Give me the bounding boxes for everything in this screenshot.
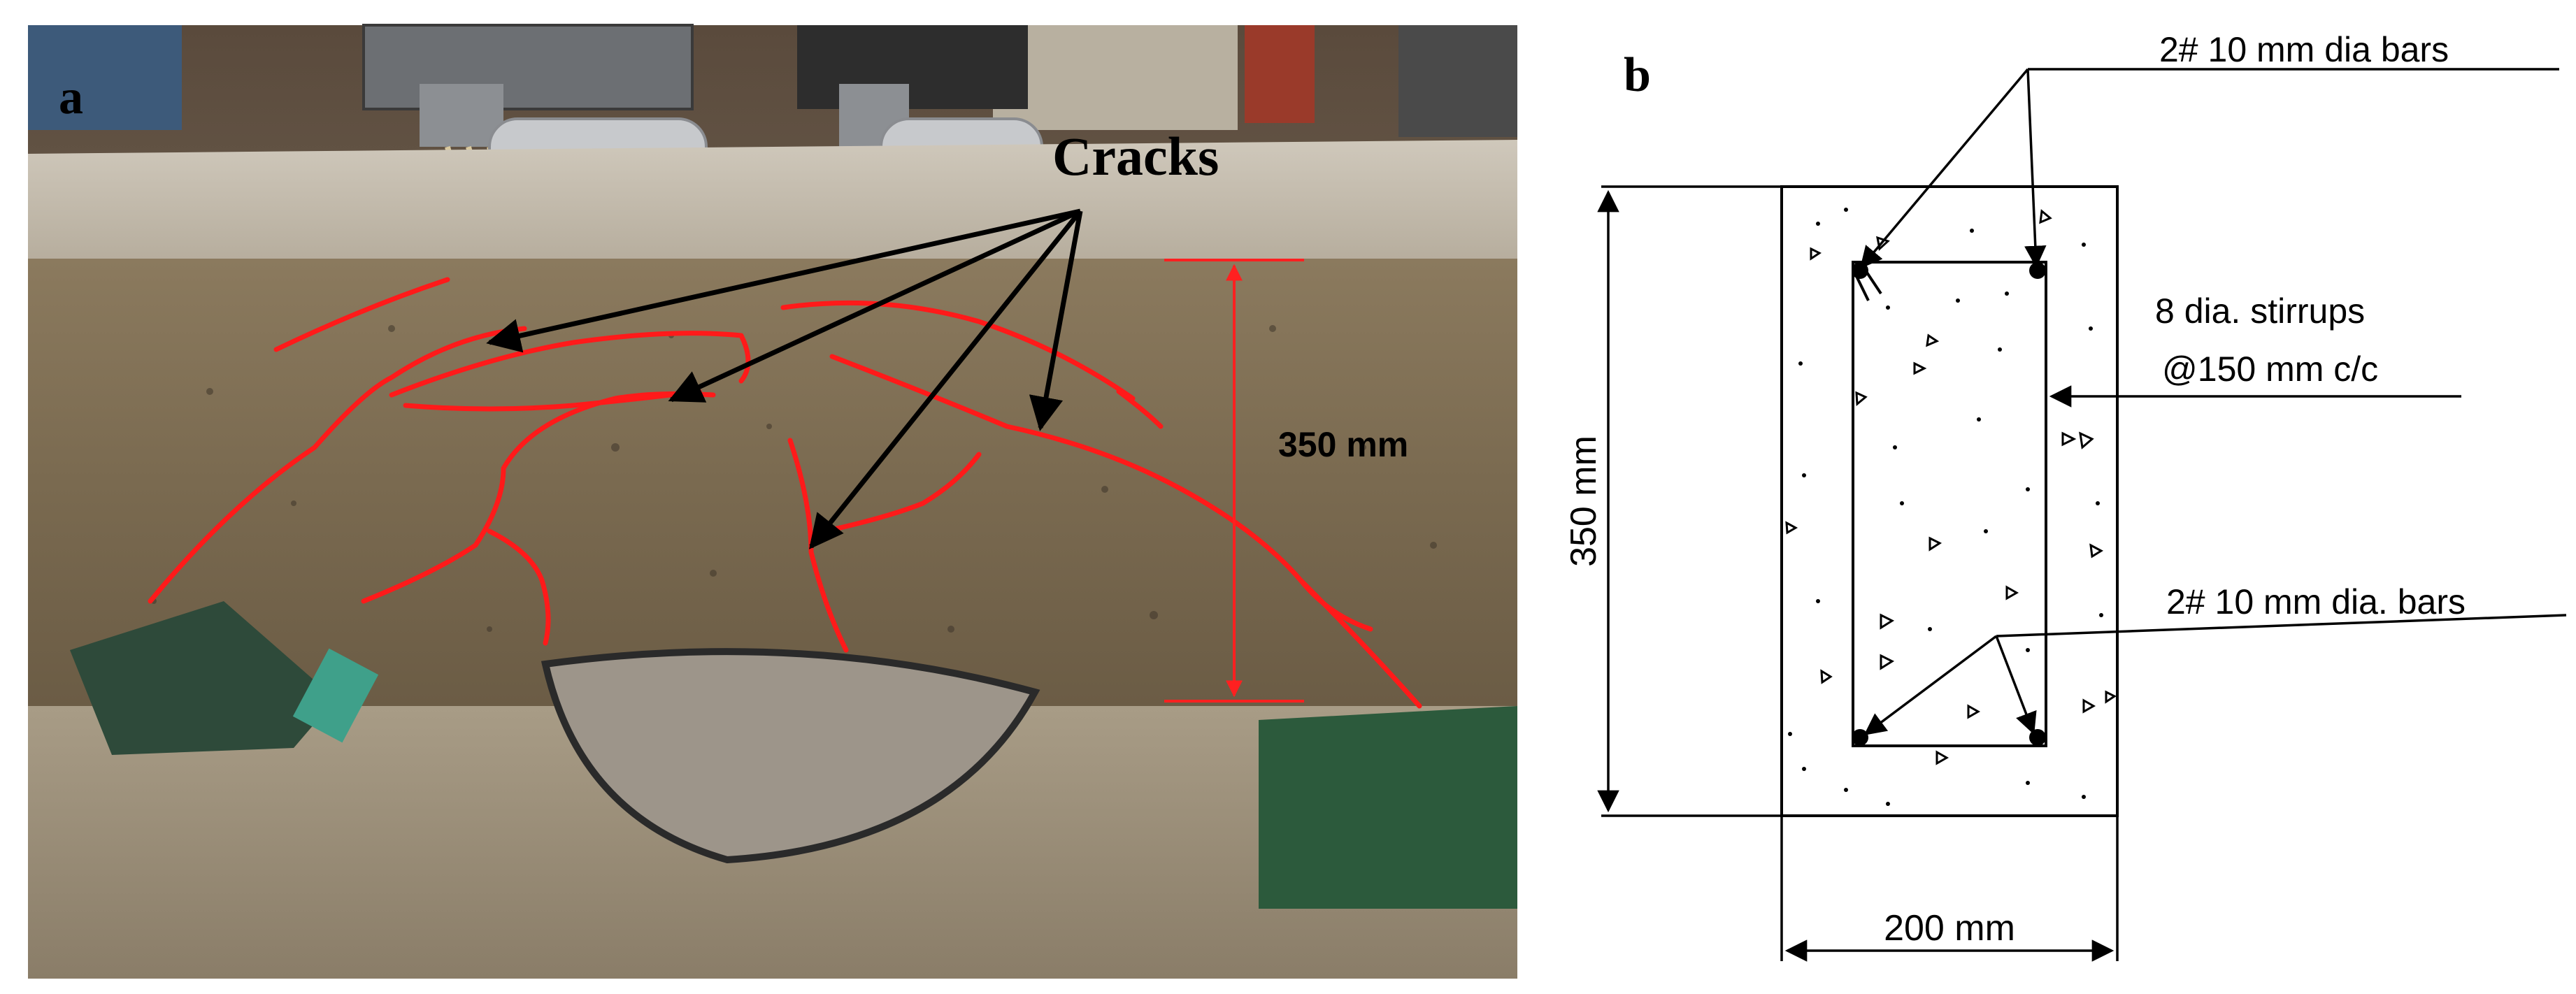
width-dimension (1780, 816, 2119, 962)
depth-label: 350 mm (1278, 425, 1408, 464)
cracks-label: Cracks (1052, 126, 1219, 187)
panel-b-cross-section: b (1564, 30, 2567, 962)
top-bars-label: 2# 10 mm dia bars (2159, 30, 2449, 69)
concrete-aggregates (1785, 209, 2117, 765)
panel-letter-b: b (1624, 48, 1651, 102)
background-blue-object (28, 25, 182, 130)
right-support (1259, 706, 1517, 909)
top-bars-leader (1859, 68, 2559, 269)
width-label: 200 mm (1884, 908, 2015, 949)
depth-dimension (1164, 259, 1304, 703)
crack-3 (389, 331, 751, 398)
crack-7 (780, 300, 1136, 401)
bottom-bars-leader (1863, 614, 2567, 735)
crack-10 (822, 452, 982, 534)
bottom-bars-label: 2# 10 mm dia. bars (2166, 582, 2466, 621)
crack-pointer-arrows (486, 208, 1083, 549)
background-red-post (1245, 25, 1315, 123)
background-structure (993, 25, 1238, 130)
top-bar-right (2029, 262, 2046, 279)
bottom-bar-left (1852, 729, 1868, 746)
concrete-dots (1788, 208, 2103, 806)
height-label: 350 mm (1564, 435, 1604, 567)
beam-top-surface (28, 140, 1517, 259)
crack-9 (787, 438, 849, 653)
stirrups-label-line1: 8 dia. stirrups (2155, 291, 2365, 331)
beam-face (28, 259, 1517, 706)
background-stack (1398, 25, 1517, 137)
section-outline (1780, 185, 2119, 817)
green-shard (292, 648, 379, 743)
top-bar-left (1852, 262, 1868, 279)
arrow-to-crack-4 (1029, 210, 1083, 431)
arrow-to-crack-1 (486, 208, 1081, 353)
height-dimension (1597, 185, 1782, 817)
crack-6 (487, 528, 551, 646)
crack-lines (148, 277, 1422, 709)
left-support (70, 601, 336, 755)
crack-8 (829, 354, 1422, 709)
panel-a-photo: 350 mm Cracks a (28, 24, 1517, 979)
crack-1 (148, 326, 527, 604)
crack-11 (1298, 577, 1373, 632)
crack-5 (361, 391, 716, 604)
arrow-to-crack-3 (808, 209, 1082, 549)
stirrup (1852, 261, 2047, 747)
spalled-concrete-piece (541, 648, 1040, 864)
panel-letter-a: a (59, 71, 83, 124)
crack-12 (1116, 389, 1164, 429)
arrow-to-crack-2 (668, 208, 1082, 403)
crack-2 (273, 277, 450, 352)
stirrups-label-line2: @150 mm c/c (2162, 350, 2378, 389)
